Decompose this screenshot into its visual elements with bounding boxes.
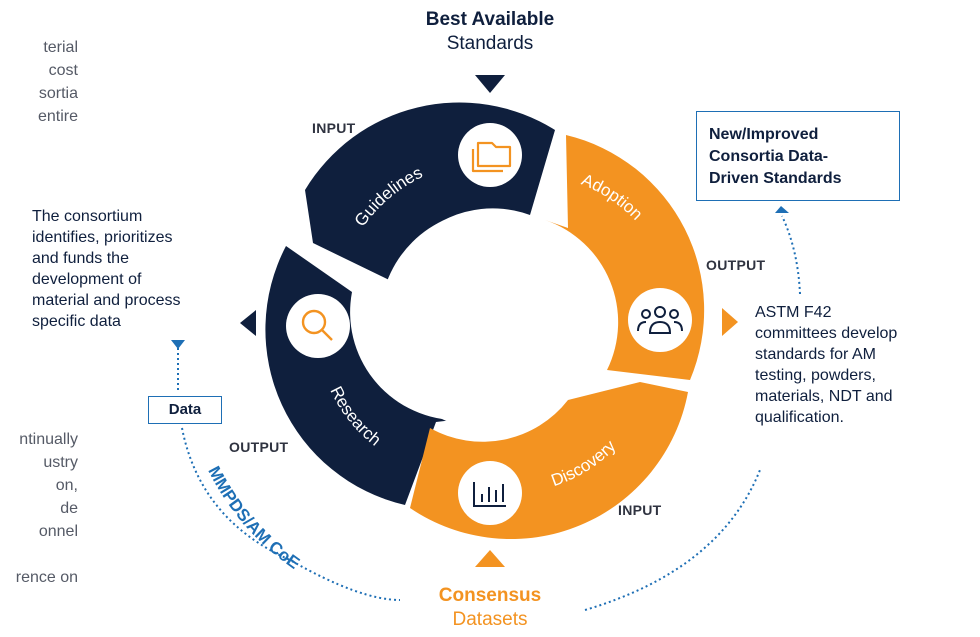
right-arrow bbox=[722, 308, 738, 336]
desc-line: identifies, prioritizes bbox=[32, 229, 173, 246]
mmpds-label: MMPDS/AM CoE bbox=[204, 463, 303, 573]
desc-line: standards for AM bbox=[755, 346, 876, 363]
left-arrow bbox=[240, 310, 256, 336]
guidelines-icon-circle bbox=[458, 123, 522, 187]
bar-chart-icon bbox=[473, 482, 506, 507]
desc-line: specific data bbox=[32, 313, 121, 330]
standards-connector bbox=[781, 215, 801, 295]
best-available-standards-title: Best Available Standards bbox=[395, 8, 585, 56]
desc-line: committees develop bbox=[755, 325, 898, 342]
clipped-line: rence on bbox=[15, 569, 78, 586]
desc-line: testing, powders, bbox=[755, 367, 876, 384]
desc-line: qualification. bbox=[755, 409, 844, 426]
bottom-arrow bbox=[475, 550, 505, 567]
research-icon-circle bbox=[286, 294, 350, 358]
clipped-line: ntinually bbox=[19, 431, 78, 448]
desc-line: material and process bbox=[32, 292, 181, 309]
output-left-label: OUTPUT bbox=[229, 439, 289, 455]
clipped-line: ustry bbox=[43, 454, 78, 471]
desc-line: development of bbox=[32, 271, 142, 288]
input-bottom-label: INPUT bbox=[618, 502, 662, 518]
clipped-text-top: terial cost sortia entire bbox=[0, 36, 78, 128]
datasets-connector bbox=[584, 469, 761, 611]
bottom-title-normal: Datasets bbox=[452, 609, 528, 630]
standards-connector-arrow bbox=[775, 206, 789, 213]
consensus-datasets-title: Consensus Datasets bbox=[405, 584, 575, 632]
box-line: New/Improved bbox=[709, 126, 819, 143]
adoption-icon-circle bbox=[628, 288, 692, 352]
center-circle bbox=[380, 210, 600, 430]
clipped-text-bottom: ntinually ustry on, de onnel rence on bbox=[0, 428, 78, 589]
box-line: Consortia Data- bbox=[709, 148, 829, 165]
output-right-label: OUTPUT bbox=[706, 257, 766, 273]
input-top-label: INPUT bbox=[312, 120, 356, 136]
desc-line: The consortium bbox=[32, 208, 143, 225]
clipped-line: sortia bbox=[38, 85, 78, 102]
box-line: Driven Standards bbox=[709, 170, 842, 187]
magnifier-icon bbox=[301, 309, 333, 341]
data-connector-arrow bbox=[171, 340, 185, 349]
clipped-line: onnel bbox=[38, 523, 78, 540]
new-standards-box: New/Improved Consortia Data- Driven Stan… bbox=[696, 111, 900, 201]
top-title-normal: Standards bbox=[446, 33, 534, 54]
bottom-title-bold: Consensus bbox=[438, 585, 542, 606]
clipped-line: de bbox=[60, 500, 78, 517]
clipped-line: cost bbox=[48, 62, 78, 79]
folders-icon bbox=[471, 141, 512, 173]
desc-line: and funds the bbox=[32, 250, 129, 267]
consortium-description: The consortium identifies, prioritizes a… bbox=[32, 206, 262, 332]
clipped-line: on, bbox=[55, 477, 78, 494]
people-group-icon bbox=[637, 306, 683, 334]
desc-line: materials, NDT and bbox=[755, 388, 893, 405]
desc-line: ASTM F42 bbox=[755, 304, 832, 321]
data-box: Data bbox=[148, 396, 222, 424]
clipped-line: terial bbox=[43, 39, 78, 56]
top-title-bold: Best Available bbox=[425, 9, 555, 30]
clipped-line: entire bbox=[37, 108, 78, 125]
astm-description: ASTM F42 committees develop standards fo… bbox=[755, 302, 975, 428]
mmpds-connector bbox=[181, 427, 401, 601]
top-arrow bbox=[475, 75, 505, 93]
